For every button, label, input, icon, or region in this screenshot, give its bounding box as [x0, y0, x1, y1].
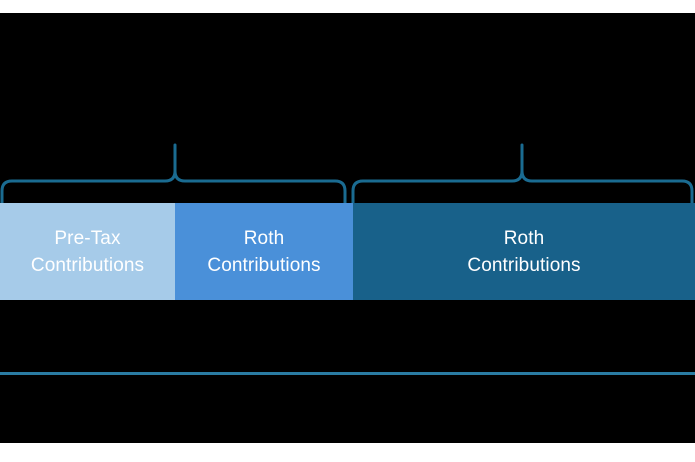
right-brace-icon	[351, 143, 694, 205]
segment-roth-contributions-dark[interactable]: Roth Contributions	[353, 203, 695, 300]
segment-pre-tax-line1: Pre-Tax	[54, 227, 121, 249]
bottom-divider	[0, 372, 695, 375]
segment-roth-dark-line1: Roth	[503, 227, 545, 249]
segment-roth-label: Roth Contributions	[201, 225, 326, 279]
contribution-bar: Pre-Tax Contributions Roth Contributions…	[0, 203, 695, 300]
segment-pre-tax-line2: Contributions	[30, 254, 145, 276]
segment-roth-dark-label: Roth Contributions	[461, 225, 586, 279]
diagram-stage: Pre-Tax Contributions Roth Contributions…	[0, 13, 695, 443]
segment-roth-line2: Contributions	[207, 254, 321, 276]
segment-pre-tax-label: Pre-Tax Contributions	[25, 225, 150, 279]
segment-roth-contributions[interactable]: Roth Contributions	[175, 203, 353, 300]
segment-roth-dark-line2: Contributions	[467, 254, 581, 276]
left-brace-icon	[0, 143, 347, 205]
segment-pre-tax-contributions[interactable]: Pre-Tax Contributions	[0, 203, 175, 300]
segment-roth-line1: Roth	[243, 227, 285, 249]
